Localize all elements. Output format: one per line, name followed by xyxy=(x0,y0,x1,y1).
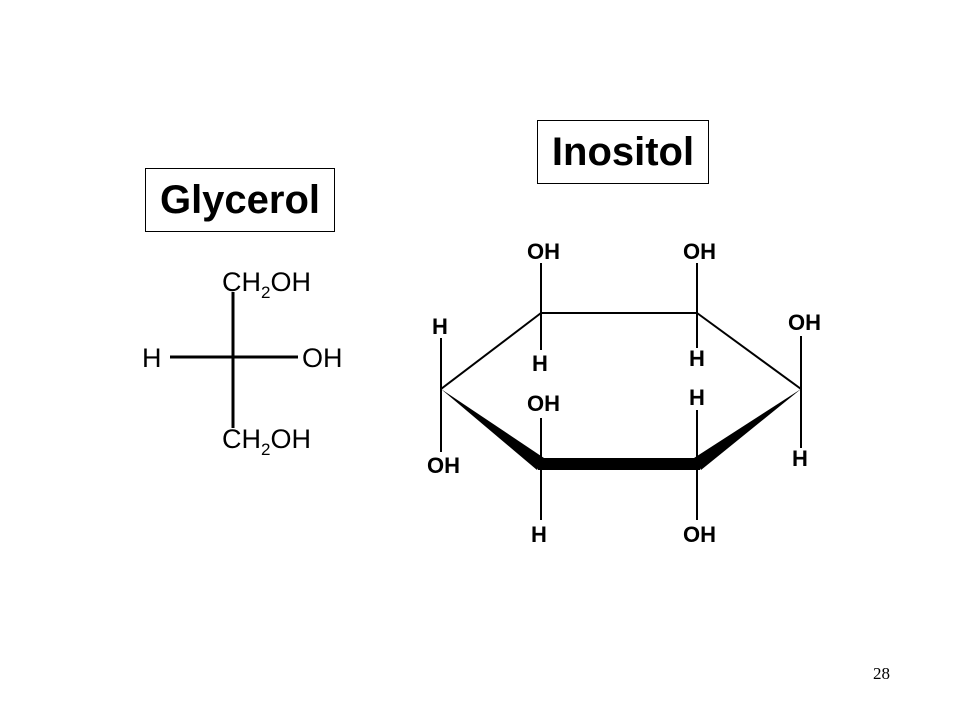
inositol-title: Inositol xyxy=(537,120,709,184)
c3-down-label: H xyxy=(689,346,705,371)
c6-up-label: OH xyxy=(527,391,560,416)
ring-bond-front-bottom xyxy=(538,458,700,470)
c5-down-label: OH xyxy=(683,522,716,547)
c2-up-label: OH xyxy=(527,239,560,264)
glycerol-title: Glycerol xyxy=(145,168,335,232)
glycerol-structure: CH2OH H OH CH2OH xyxy=(142,267,343,459)
ring-wedge-front-right xyxy=(694,389,801,470)
glycerol-title-text: Glycerol xyxy=(159,177,321,222)
page-number: 28 xyxy=(873,664,890,683)
c2-down-label: H xyxy=(532,351,548,376)
ring-bond-back-left xyxy=(440,312,542,390)
inositol-title-text: Inositol xyxy=(551,129,695,174)
c4-up-label: OH xyxy=(788,310,821,335)
c5-up-label: H xyxy=(689,385,705,410)
glycerol-right-group: OH xyxy=(302,343,343,373)
inositol-structure: OH H OH H H OH OH H OH H H OH xyxy=(427,239,821,547)
glycerol-left-group: H xyxy=(142,343,162,373)
glycerol-top-group: CH2OH xyxy=(222,267,311,302)
c1-up-label: H xyxy=(432,314,448,339)
c6-down-label: H xyxy=(531,522,547,547)
c3-up-label: OH xyxy=(683,239,716,264)
ring-wedge-front-left xyxy=(441,389,544,470)
ring-bond-back-right xyxy=(696,312,802,390)
c1-down-label: OH xyxy=(427,453,460,478)
glycerol-bottom-group: CH2OH xyxy=(222,424,311,459)
c4-down-label: H xyxy=(792,446,808,471)
